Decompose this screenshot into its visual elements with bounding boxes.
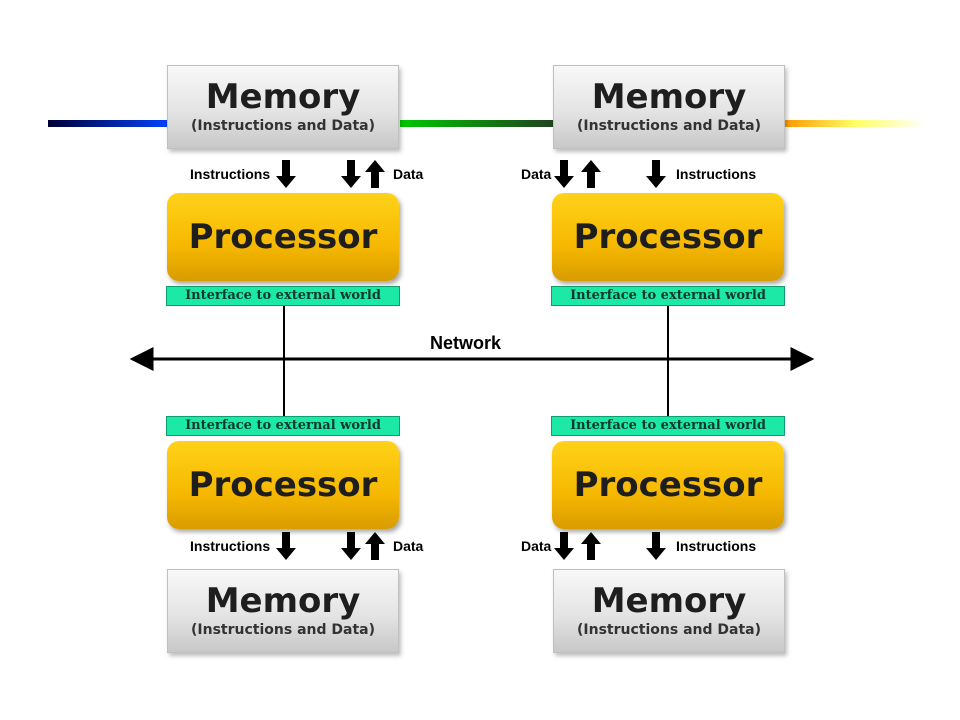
label-data: Data xyxy=(393,166,424,182)
memory-subtitle: (Instructions and Data) xyxy=(191,622,375,638)
decorative-bar-blue xyxy=(48,120,168,127)
network-label: Network xyxy=(430,333,502,353)
arrow-up-data-br xyxy=(581,532,601,560)
memory-subtitle: (Instructions and Data) xyxy=(577,622,761,638)
label-data: Data xyxy=(521,166,552,182)
label-instructions: Instructions xyxy=(676,166,757,182)
processor-title: Processor xyxy=(188,217,378,257)
interface-box: Interface to external world xyxy=(551,416,785,436)
arrow-up-data-tl xyxy=(365,160,385,188)
label-instructions: Instructions xyxy=(190,538,271,554)
label-data: Data xyxy=(393,538,424,554)
arrow-down-instructions-bl xyxy=(276,532,296,560)
arrow-up-data-tr xyxy=(581,160,601,188)
interface-box: Interface to external world xyxy=(551,286,785,306)
arrow-up-data-bl xyxy=(365,532,385,560)
arrow-down-data-bl xyxy=(341,532,361,560)
label-instructions: Instructions xyxy=(190,166,271,182)
memory-subtitle: (Instructions and Data) xyxy=(577,118,761,134)
memory-title: Memory xyxy=(591,77,747,117)
processor-title: Processor xyxy=(573,217,763,257)
decorative-bar-yellow xyxy=(785,120,925,127)
memory-title: Memory xyxy=(205,77,361,117)
memory-title: Memory xyxy=(205,581,361,621)
arrow-down-instructions-tl xyxy=(276,160,296,188)
interface-box: Interface to external world xyxy=(166,286,400,306)
arrow-down-data-tl xyxy=(341,160,361,188)
processor-title: Processor xyxy=(573,465,763,505)
memory-title: Memory xyxy=(591,581,747,621)
decorative-bar-green xyxy=(400,120,555,127)
arrow-down-instructions-tr xyxy=(646,160,666,188)
interface-box: Interface to external world xyxy=(166,416,400,436)
processor-box-top-right: Processor xyxy=(552,193,784,281)
memory-subtitle: (Instructions and Data) xyxy=(191,118,375,134)
arrow-down-data-br xyxy=(554,532,574,560)
processor-box-top-left: Processor xyxy=(167,193,399,281)
label-data: Data xyxy=(521,538,552,554)
memory-box-bottom-right: Memory (Instructions and Data) xyxy=(553,569,785,653)
memory-box-bottom-left: Memory (Instructions and Data) xyxy=(167,569,399,653)
memory-box-top-right: Memory (Instructions and Data) xyxy=(553,65,785,149)
arrow-down-data-tr xyxy=(554,160,574,188)
processor-box-bottom-left: Processor xyxy=(167,441,399,529)
memory-box-top-left: Memory (Instructions and Data) xyxy=(167,65,399,149)
label-instructions: Instructions xyxy=(676,538,757,554)
processor-title: Processor xyxy=(188,465,378,505)
processor-box-bottom-right: Processor xyxy=(552,441,784,529)
arrow-down-instructions-br xyxy=(646,532,666,560)
